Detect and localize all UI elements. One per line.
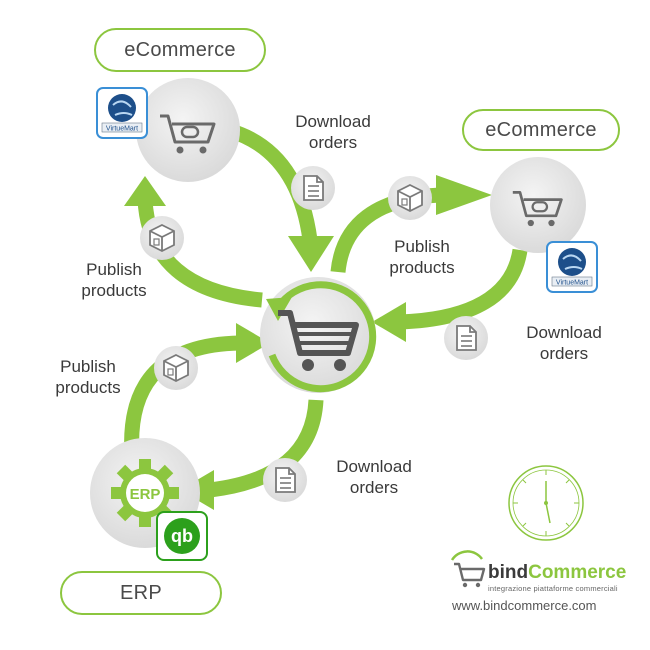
document-icon — [444, 316, 488, 360]
arrowhead-top-download — [288, 236, 334, 272]
virtuemart-badge-text: VirtueMart — [106, 126, 138, 133]
erp-icon-text: ERP — [130, 486, 161, 503]
erp-label: ERP — [60, 571, 222, 615]
flow-label-top-publish: Publish products — [64, 259, 164, 301]
quickbooks-logo-icon — [164, 518, 200, 554]
virtuemart-logo-icon — [558, 248, 586, 276]
hub-node — [260, 277, 377, 393]
arrow-right-download — [399, 248, 528, 330]
flow-label-line: Publish — [86, 260, 142, 279]
flow-icons — [140, 166, 488, 502]
flow-label-line: Download — [336, 457, 412, 476]
cart-icon — [278, 310, 359, 371]
virtuemart-badge-top: VirtueMart — [96, 87, 148, 139]
gear-icon — [111, 459, 179, 527]
arrowhead-right-publish — [436, 175, 492, 215]
arrow-top-publish — [137, 199, 263, 308]
ecommerce-right-label: eCommerce — [462, 109, 620, 151]
flow-label-right-publish: Publish products — [372, 236, 472, 278]
ecommerce-top-node — [136, 78, 240, 182]
virtuemart-badge-right: VirtueMart — [546, 241, 598, 293]
virtuemart-badge-text: VirtueMart — [556, 280, 588, 287]
ecommerce-top-circle — [136, 78, 240, 182]
package-icon — [140, 216, 184, 260]
document-icon — [263, 458, 307, 502]
flow-label-line: orders — [349, 478, 399, 497]
erp-node: ERP — [90, 438, 200, 548]
flow-label-line: products — [81, 281, 147, 300]
flow-label-erp-download: Download orders — [318, 456, 430, 498]
arrowhead-top-publish — [124, 176, 166, 206]
flow-label-line: Publish — [60, 357, 116, 376]
flow-label-line: products — [55, 378, 121, 397]
hub-sync-ring — [268, 281, 377, 393]
brand-name-part2: Commerce — [528, 562, 627, 583]
flow-label-line: Publish — [394, 237, 450, 256]
quickbooks-logo-text: qb — [171, 526, 193, 546]
flow-label-top-download: Download orders — [278, 111, 388, 153]
brand-name-part1: bind — [488, 562, 529, 583]
ecommerce-right-node — [490, 157, 586, 253]
flow-label-line: products — [389, 258, 455, 277]
brand-block: bindCommerce integrazione piattaforme co… — [488, 562, 628, 593]
website-link[interactable]: www.bindcommerce.com — [452, 598, 597, 613]
ecommerce-top-label: eCommerce — [94, 28, 266, 72]
hub-sync-arrow — [266, 297, 292, 321]
flow-label-line: Download — [526, 323, 602, 342]
ecommerce-right-circle — [490, 157, 586, 253]
package-icon — [388, 176, 432, 220]
quickbooks-badge: qb — [156, 511, 208, 561]
clock-illustration — [508, 465, 584, 541]
arrowhead-erp-publish — [236, 323, 270, 363]
arrowhead-right-download — [372, 302, 406, 342]
package-icon — [154, 346, 198, 390]
flow-label-line: orders — [308, 133, 358, 152]
flow-label-right-download: Download orders — [508, 322, 620, 364]
flow-label-erp-publish: Publish products — [38, 356, 138, 398]
bindcommerce-logo-icon — [450, 550, 486, 588]
arrow-top-download — [225, 122, 318, 242]
flow-label-line: orders — [539, 344, 589, 363]
document-icon — [291, 166, 335, 210]
virtuemart-logo-icon — [108, 94, 136, 122]
flow-label-line: Download — [295, 112, 371, 131]
brand-tagline: integrazione piattaforme commerciali — [488, 584, 618, 593]
brand-name: bindCommerce — [488, 562, 628, 584]
